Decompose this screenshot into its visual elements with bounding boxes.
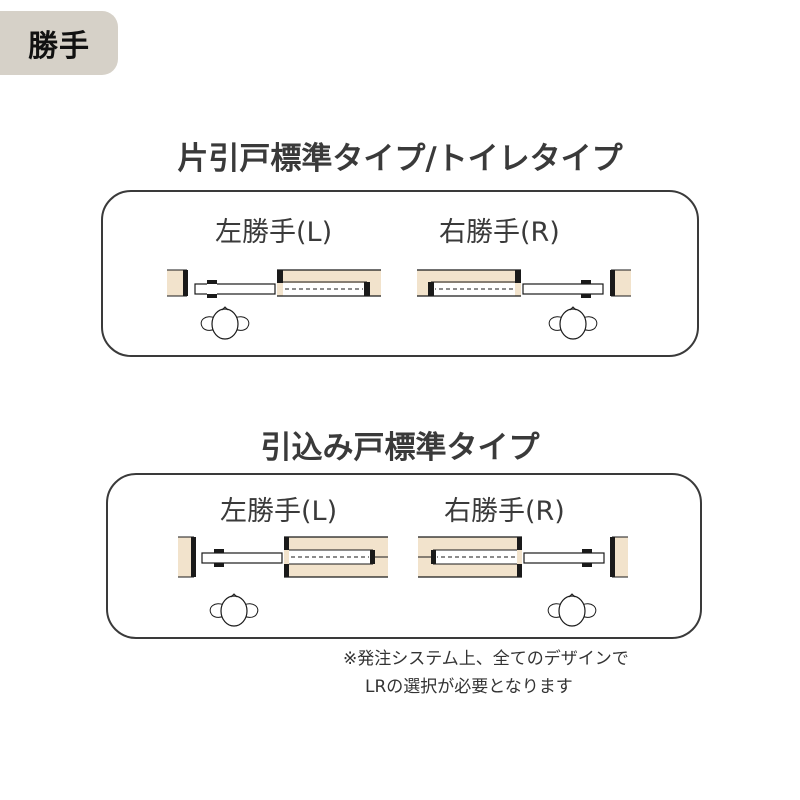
left-hand-pocket-door-diagram: [178, 536, 388, 627]
handing-box-pocket-door: 左勝手(L) 右勝手(R): [106, 473, 702, 639]
right-hand-label: 右勝手(R): [439, 217, 560, 248]
right-hand-pocket-door-diagram: [418, 536, 628, 627]
person-icon: [209, 593, 259, 627]
handing-box-sliding-door: 左勝手(L) 右勝手(R): [101, 190, 699, 357]
left-hand-label: 左勝手(L): [215, 217, 333, 248]
note-line-1: ※発注システム上、全てのデザインで: [343, 649, 629, 669]
badge-label: 勝手: [28, 29, 90, 64]
note-line-2: LRの選択が必要となります: [365, 677, 573, 697]
left-hand-sliding-door-diagram: [167, 269, 381, 340]
left-hand-label: 左勝手(L): [220, 496, 338, 527]
right-hand-label: 右勝手(R): [444, 496, 565, 527]
person-icon: [200, 306, 250, 340]
right-hand-sliding-door-diagram: [417, 269, 631, 340]
section-title-sliding-door: 片引戸標準タイプ/トイレタイプ: [177, 141, 623, 177]
ordering-note: ※発注システム上、全てのデザインで LRの選択が必要となります: [343, 645, 629, 701]
category-badge: 勝手: [0, 11, 118, 75]
section-title-pocket-door: 引込み戸標準タイプ: [260, 430, 540, 466]
